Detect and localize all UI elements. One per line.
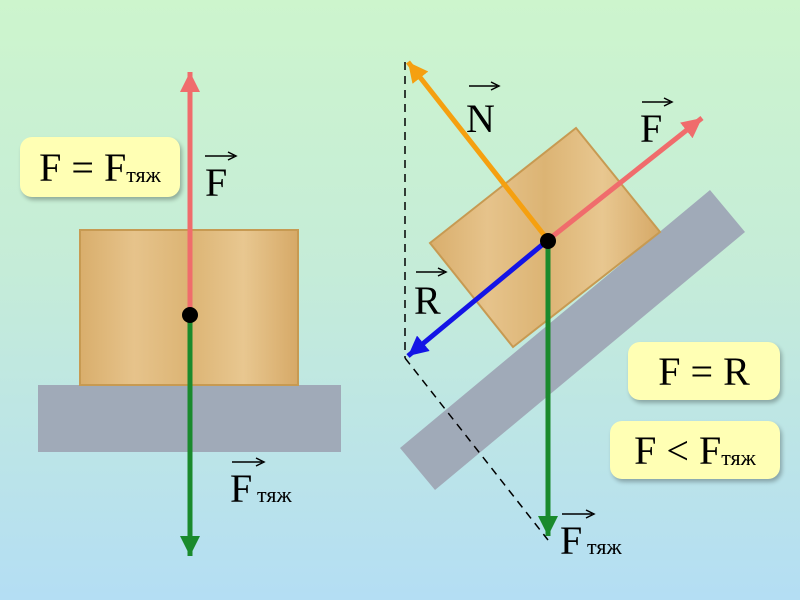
label-left-Ftyazh-sub: тяж bbox=[257, 482, 292, 507]
formula-left-lhs: F bbox=[39, 144, 62, 190]
label-left-F: F bbox=[205, 151, 238, 205]
formula-right-1-op: = bbox=[690, 348, 714, 394]
formula-right-2-rhs: F bbox=[698, 427, 722, 473]
formula-right-1-lhs: F bbox=[658, 348, 681, 394]
dashed-diagonal-line bbox=[404, 357, 549, 541]
formula-right-2-rhs-sub: тяж bbox=[721, 445, 756, 470]
right-center-point bbox=[540, 233, 556, 249]
formula-left-op: = bbox=[71, 144, 94, 190]
right-arrow-R bbox=[406, 238, 550, 358]
formula-right-2-op: < bbox=[666, 427, 689, 473]
label-right-F-letter: F bbox=[640, 106, 662, 151]
label-left-F-letter: F bbox=[205, 160, 227, 205]
inclined-plane bbox=[400, 190, 745, 490]
formula-box-right-2: F < F тяж bbox=[610, 421, 780, 479]
formula-right-1-rhs: R bbox=[723, 348, 750, 394]
label-left-Ftyazh-letter: F bbox=[230, 466, 252, 511]
label-right-R-letter: R bbox=[414, 278, 441, 323]
formula-box-right-1: F = R bbox=[628, 342, 780, 400]
label-right-F: F bbox=[640, 97, 674, 151]
formula-left-rhs-sub: тяж bbox=[126, 162, 161, 187]
left-center-point bbox=[182, 307, 198, 323]
label-right-Ftyazh-letter: F bbox=[560, 518, 582, 563]
label-right-Ftyazh-sub: тяж bbox=[587, 534, 622, 559]
formula-right-2-lhs: F bbox=[634, 427, 657, 473]
label-right-Ftyazh: F тяж bbox=[560, 509, 622, 563]
formula-left-rhs: F bbox=[103, 144, 127, 190]
right-arrow-F bbox=[546, 116, 704, 242]
formula-box-left: F = F тяж bbox=[20, 137, 180, 197]
label-right-R: R bbox=[414, 267, 448, 323]
label-right-N-letter: N bbox=[466, 96, 495, 141]
right-arrow-N bbox=[406, 60, 550, 242]
label-right-N: N bbox=[466, 81, 501, 141]
label-left-Ftyazh: F тяж bbox=[230, 457, 292, 511]
